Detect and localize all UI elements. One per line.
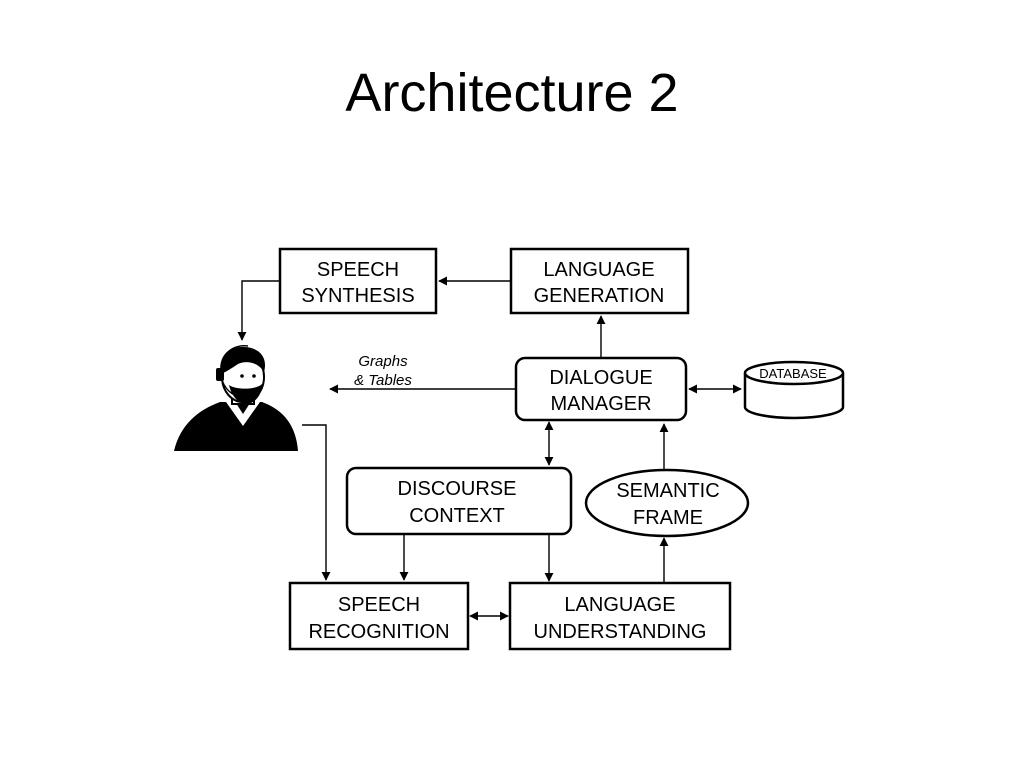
speech-synthesis-label-1: SPEECH xyxy=(317,259,399,281)
connectors xyxy=(237,276,742,621)
language-understanding-label-2: UNDERSTANDING xyxy=(534,621,707,643)
language-generation-label-1: LANGUAGE xyxy=(543,259,654,281)
user-with-headset-icon xyxy=(174,345,298,451)
speech-recognition-label-2: RECOGNITION xyxy=(308,621,449,643)
dialogue-manager-box: DIALOGUE MANAGER xyxy=(514,356,688,422)
speech-synthesis-box: SPEECH SYNTHESIS xyxy=(278,247,438,315)
slide-title: Architecture 2 xyxy=(345,63,679,123)
discourse-context-label-1: DISCOURSE xyxy=(398,478,517,500)
arrow-synthesis-to-user xyxy=(237,280,280,341)
discourse-context-box: DISCOURSE CONTEXT xyxy=(345,466,573,536)
dialogue-manager-label-1: DIALOGUE xyxy=(549,367,652,389)
language-generation-box: LANGUAGE GENERATION xyxy=(509,247,690,315)
speech-recognition-box: SPEECH RECOGNITION xyxy=(288,581,470,651)
dialogue-manager-label-2: MANAGER xyxy=(550,393,651,415)
language-understanding-label-1: LANGUAGE xyxy=(564,594,675,616)
tables-label: & Tables xyxy=(354,372,412,389)
semantic-frame-label-1: SEMANTIC xyxy=(616,480,719,502)
graphs-label: Graphs xyxy=(358,353,408,370)
language-understanding-box: LANGUAGE UNDERSTANDING xyxy=(508,581,732,651)
semantic-frame-label-2: FRAME xyxy=(633,507,703,529)
semantic-frame-ellipse: SEMANTIC FRAME xyxy=(584,468,750,538)
graphs-tables-annotation: Graphs & Tables xyxy=(354,353,412,389)
arrow-user-to-recognition xyxy=(302,424,331,581)
database-cylinder: DATABASE xyxy=(743,360,845,420)
speech-recognition-label-1: SPEECH xyxy=(338,594,420,616)
language-generation-label-2: GENERATION xyxy=(534,285,665,307)
speech-synthesis-label-2: SYNTHESIS xyxy=(301,285,414,307)
database-label: DATABASE xyxy=(759,366,827,381)
discourse-context-label-2: CONTEXT xyxy=(409,505,505,527)
